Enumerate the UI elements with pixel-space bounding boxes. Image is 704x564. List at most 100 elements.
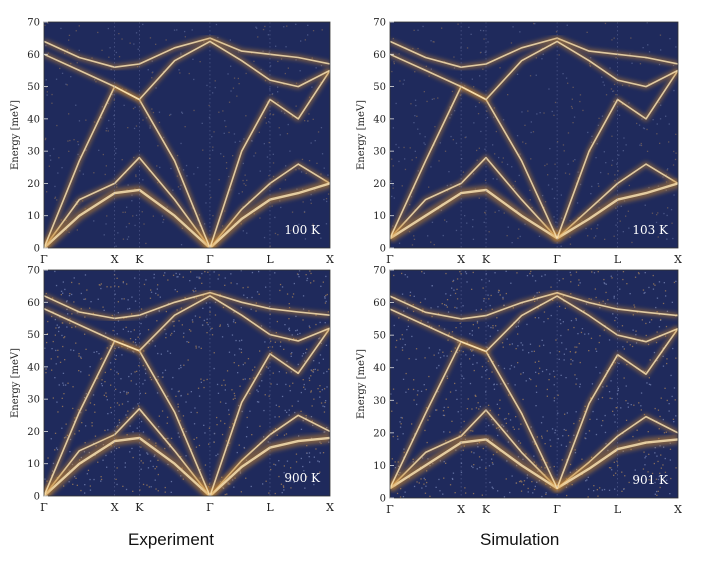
x-tick-label: Γ <box>386 503 394 516</box>
panel-top-left: 0 10 20 30 40 50 60 70Γ X K Γ L X Energy [meV] 100 K <box>10 18 334 267</box>
dispersion-branches <box>44 290 330 496</box>
x-tick-label: L <box>266 253 274 266</box>
x-tick-label: K <box>482 253 491 266</box>
x-tick-label: Γ <box>206 501 214 514</box>
dispersion-branch <box>390 156 678 240</box>
dispersion-branch <box>44 407 330 496</box>
x-tick-label: Γ <box>553 253 561 266</box>
x-tick-label: Γ <box>40 501 48 514</box>
x-tick-label: L <box>614 253 622 266</box>
y-axis-label: Energy [meV] <box>10 348 21 418</box>
temperature-annotation: 103 K <box>632 223 669 237</box>
plot-frame <box>389 21 679 249</box>
x-tick-label: X <box>457 503 465 516</box>
x-tick-label: X <box>457 253 465 266</box>
y-tick-label: 0 <box>34 244 40 255</box>
y-tick-label: 70 <box>373 18 386 29</box>
x-tick-label: Γ <box>40 253 48 266</box>
x-tick-label: X <box>674 503 682 516</box>
dispersion-branches <box>390 35 678 243</box>
dispersion-branch <box>44 69 330 248</box>
dispersion-branches <box>390 290 678 493</box>
y-tick-label: 50 <box>373 331 386 342</box>
y-tick-label: 30 <box>373 147 386 158</box>
noise-speckle <box>390 22 677 247</box>
y-tick-label: 0 <box>380 494 386 505</box>
plot-frame <box>389 269 679 499</box>
y-tick-label: 60 <box>373 50 386 61</box>
dispersion-branch <box>44 182 330 248</box>
dispersion-branch <box>390 37 678 68</box>
caption-simulation: Simulation <box>480 530 560 549</box>
y-tick-label: 40 <box>373 363 386 374</box>
temperature-annotation: 901 K <box>632 473 669 487</box>
panel-bottom-left: 0 10 20 30 40 50 60 70Γ X K Γ L X Energy [meV] 900 K <box>10 266 334 515</box>
panel-top-right: 0 10 20 30 40 50 60 70Γ X K Γ L X Energy [meV] 103 K <box>356 18 682 267</box>
y-tick-label: 0 <box>380 244 386 255</box>
y-tick-label: 60 <box>373 298 386 309</box>
x-tick-label: X <box>111 501 119 514</box>
x-tick-label: L <box>266 501 274 514</box>
y-tick-label: 70 <box>27 266 40 277</box>
y-tick-label: 30 <box>27 395 40 406</box>
dispersion-branch <box>44 156 330 248</box>
dispersion-branches <box>44 35 330 248</box>
y-tick-label: 30 <box>373 396 386 407</box>
dispersion-branch <box>44 37 330 68</box>
y-axis-label: Energy [meV] <box>10 100 21 170</box>
x-tick-label: X <box>326 501 334 514</box>
dispersion-branch <box>390 328 678 490</box>
dispersion-branch <box>44 294 330 352</box>
y-tick-label: 50 <box>27 330 40 341</box>
x-tick-label: K <box>482 503 491 516</box>
dispersion-branch <box>390 438 678 490</box>
y-tick-label: 10 <box>27 211 40 222</box>
dispersion-branch <box>390 409 678 490</box>
y-tick-label: 70 <box>27 18 40 29</box>
x-tick-label: Γ <box>553 503 561 516</box>
x-tick-label: X <box>674 253 682 266</box>
y-tick-label: 10 <box>373 461 386 472</box>
y-tick-label: 60 <box>27 298 40 309</box>
y-tick-label: 10 <box>373 211 386 222</box>
y-tick-label: 60 <box>27 50 40 61</box>
y-tick-label: 70 <box>373 266 386 277</box>
y-tick-label: 20 <box>373 428 386 439</box>
y-tick-label: 20 <box>373 179 386 190</box>
y-axis-label: Energy [meV] <box>356 349 367 419</box>
dispersion-branch <box>390 69 678 240</box>
dispersion-branch <box>44 291 330 320</box>
y-tick-label: 40 <box>373 114 386 125</box>
y-tick-label: 0 <box>34 492 40 503</box>
y-axis-label: Energy [meV] <box>356 100 367 170</box>
plot-frame <box>43 21 331 249</box>
x-tick-label: K <box>135 501 144 514</box>
dispersion-branch <box>44 327 330 496</box>
temperature-annotation: 900 K <box>284 471 321 485</box>
panel-bottom-right: 0 10 20 30 40 50 60 70Γ X K Γ L X Energy [meV] 901 K <box>356 266 682 517</box>
y-tick-label: 20 <box>27 427 40 438</box>
dispersion-branch <box>390 291 678 320</box>
x-tick-label: X <box>111 253 119 266</box>
dispersion-branch <box>44 436 330 496</box>
y-tick-label: 50 <box>27 82 40 93</box>
y-tick-label: 30 <box>27 147 40 158</box>
caption-experiment: Experiment <box>128 530 214 549</box>
temperature-annotation: 100 K <box>284 223 321 237</box>
x-tick-label: Γ <box>386 253 394 266</box>
x-tick-label: X <box>326 253 334 266</box>
x-tick-label: K <box>135 253 144 266</box>
y-tick-label: 40 <box>27 114 40 125</box>
plot-frame <box>43 269 331 497</box>
y-tick-label: 40 <box>27 362 40 373</box>
dispersion-branch <box>390 182 678 240</box>
dispersion-branch <box>44 40 330 101</box>
x-tick-label: Γ <box>206 253 214 266</box>
y-tick-label: 50 <box>373 82 386 93</box>
y-tick-label: 10 <box>27 459 40 470</box>
y-tick-label: 20 <box>27 179 40 190</box>
dispersion-branch <box>390 40 678 101</box>
dispersion-branch <box>390 295 678 353</box>
x-tick-label: L <box>614 503 622 516</box>
